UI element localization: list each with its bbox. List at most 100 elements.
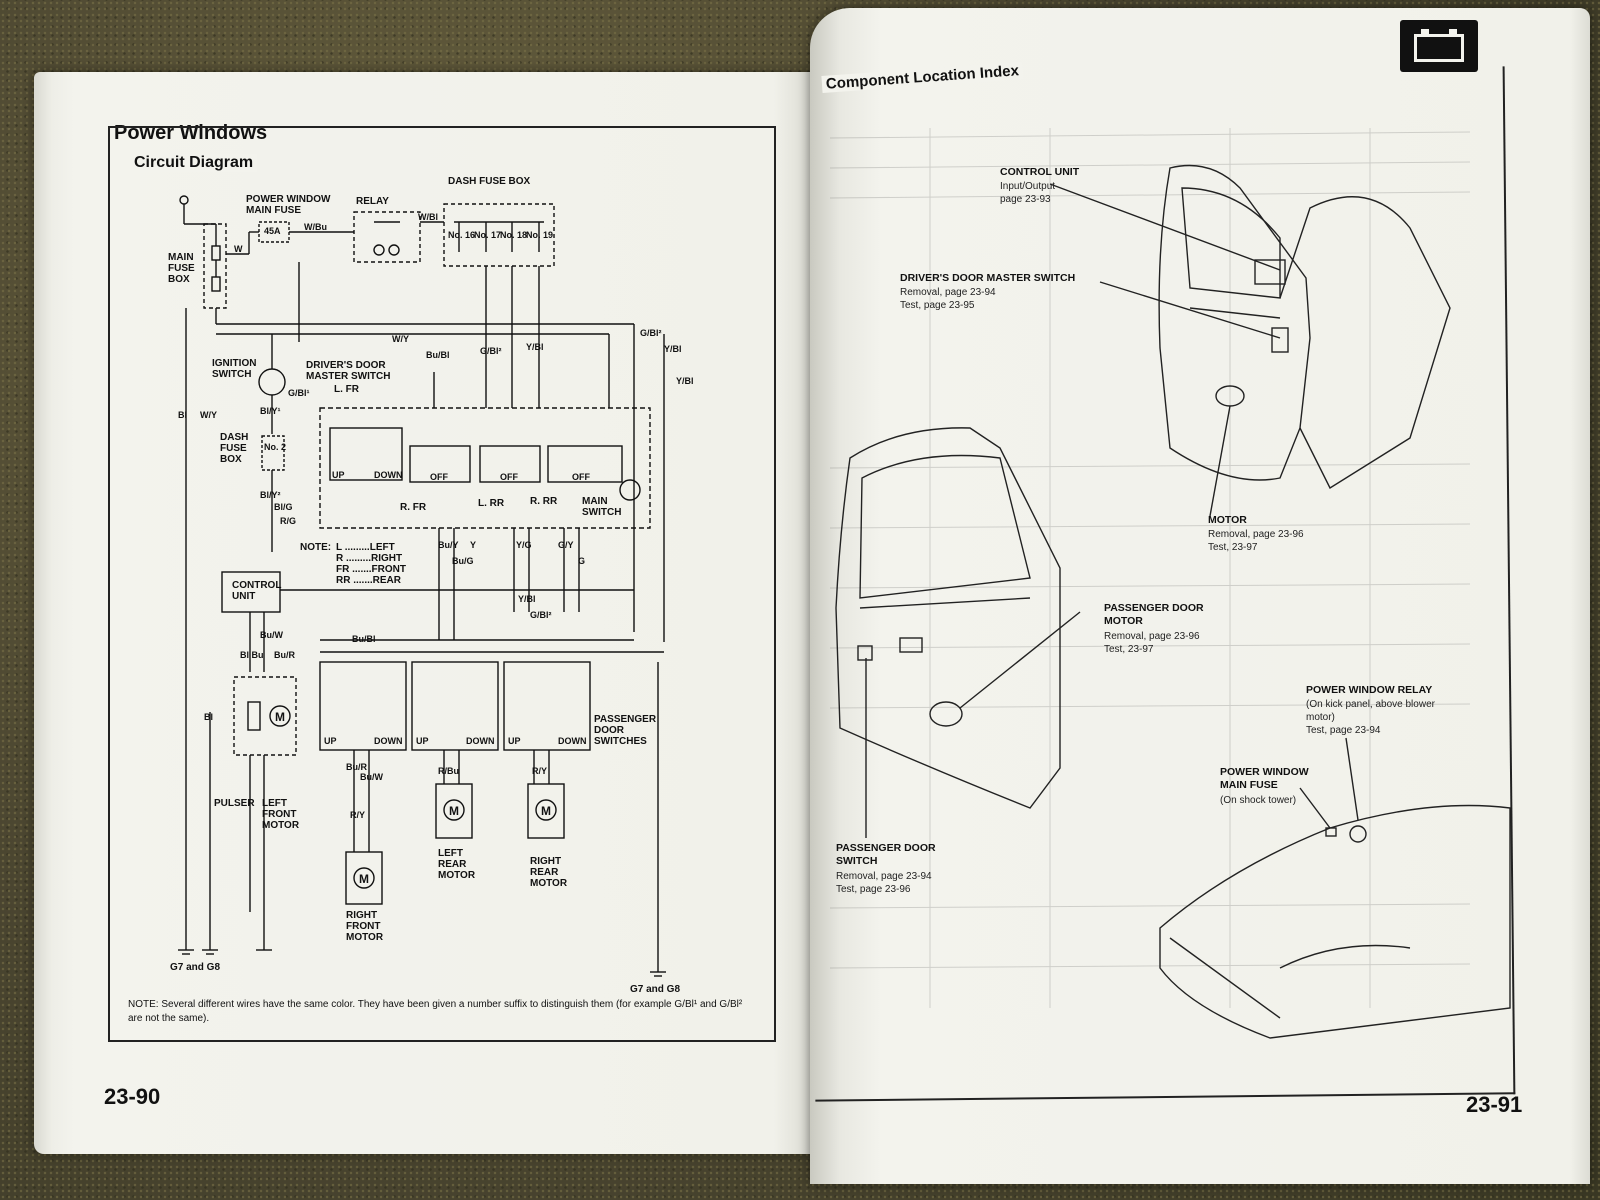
leader-line <box>1299 787 1331 829</box>
fuse-no17-label: No. 17 <box>474 230 502 240</box>
switch-up-label: UP <box>416 736 429 746</box>
master-switch-outline <box>319 407 651 529</box>
power-window-relay-detail: (On kick panel, above blower motor) Test… <box>1306 699 1435 736</box>
relay-outline <box>353 211 421 263</box>
section-title: Circuit Diagram <box>130 154 258 172</box>
wire-label: Bl/Y¹ <box>260 406 281 416</box>
wire-label: G/Bl² <box>530 610 552 620</box>
driver-door-outline <box>1158 164 1311 481</box>
wire-label: Y/Bl <box>664 344 682 354</box>
motor-icon: M <box>275 710 285 724</box>
main-fuse-callout: POWER WINDOW MAIN FUSE <box>1220 766 1309 791</box>
wire-label: G/Bl¹ <box>288 388 310 398</box>
passenger-door-motor-callout: PASSENGER DOOR MOTOR <box>1104 602 1204 627</box>
passenger-door-switch-detail: Removal, page 23-94 Test, page 23-96 <box>836 871 932 895</box>
wire-label: Bl <box>178 410 187 420</box>
wire-label: Y/Bl <box>676 376 694 386</box>
switch-down-label: DOWN <box>558 736 587 746</box>
switch-off-label: OFF <box>500 472 518 482</box>
passenger-switch-rl <box>411 661 499 751</box>
switch-down-label: DOWN <box>466 736 495 746</box>
right-front-motor-label: RIGHT FRONT MOTOR <box>346 910 384 943</box>
motor-detail: Removal, page 23-96 Test, 23-97 <box>1208 529 1304 553</box>
switch-up-label: UP <box>324 736 337 746</box>
car-front-outline <box>1159 804 1511 1039</box>
fuse-no19-label: No. 19 <box>526 230 554 240</box>
drivers-door-master-switch-label: DRIVER'S DOOR MASTER SWITCH <box>306 360 391 382</box>
right-rear-motor-outline <box>527 783 565 839</box>
l-rr-label: L. RR <box>478 498 505 509</box>
leader-line <box>1099 281 1281 339</box>
wire-label: G/Y <box>558 540 574 550</box>
right-rear-motor-label: RIGHT REAR MOTOR <box>530 856 568 889</box>
switch-up-label: UP <box>332 470 345 480</box>
motor-callout: MOTOR <box>1208 514 1247 526</box>
wire-label: G <box>578 556 586 566</box>
switch-off-label: OFF <box>572 472 590 482</box>
relay-label: RELAY <box>356 196 389 207</box>
left-front-motor-outline <box>233 676 297 756</box>
control-unit-outline <box>221 571 281 613</box>
wire-label: W/Bu <box>304 222 327 232</box>
passenger-door-outline <box>835 427 1061 809</box>
left-front-motor-label: LEFT FRONT MOTOR <box>262 798 300 831</box>
control-unit-callout: CONTROL UNIT <box>1000 166 1080 178</box>
wire-label: Bu/W <box>360 772 383 782</box>
circuit-diagram <box>178 195 666 977</box>
fuse-no18-label: No. 18 <box>500 230 528 240</box>
dash-fuse-box-label: DASH FUSE BOX <box>220 432 249 465</box>
note-key-heading: NOTE: <box>300 542 332 553</box>
fuse-no2-label: No. 2 <box>264 442 287 452</box>
wire-label: Bu/R <box>274 650 295 660</box>
component-illustration <box>835 164 1511 1039</box>
wire-label: W <box>234 244 243 254</box>
wire-label: Y/Bl <box>518 594 536 604</box>
dash-fuse-box-outline <box>443 203 555 267</box>
note-key-front: FR .......FRONT <box>336 564 406 575</box>
leader-line <box>1049 183 1281 271</box>
wire-label: Bu/Bl <box>352 634 376 644</box>
switch-down-label: DOWN <box>374 736 403 746</box>
wire-label: Bl <box>204 712 213 722</box>
control-unit-detail: Input/Output page 23-93 <box>1000 181 1056 205</box>
motor-glyphs: M M M M <box>275 710 551 886</box>
wire-label: Bl Bu <box>240 650 264 660</box>
wire-label: Y/Bl <box>526 342 544 352</box>
note-key-right: R .........RIGHT <box>336 553 403 564</box>
motor-icon: M <box>449 804 459 818</box>
dash-fuse-box-top-label: DASH FUSE BOX <box>448 176 531 187</box>
control-unit-label: CONTROL UNIT <box>232 580 282 602</box>
leader-line <box>1209 405 1231 517</box>
passenger-door-switches-label: PASSENGER DOOR SWITCHES <box>594 714 657 747</box>
ground-label-right: G7 and G8 <box>630 984 681 995</box>
switch-off-label: OFF <box>430 472 448 482</box>
wire-label: W/Y <box>200 410 217 420</box>
leader-line <box>959 611 1081 709</box>
wire-label: Bu/Y <box>438 540 459 550</box>
wire-label: Y/G <box>516 540 532 550</box>
wire-label: G/Bl² <box>640 328 662 338</box>
r-rr-label: R. RR <box>530 496 558 507</box>
wire-label: R/G <box>280 516 297 526</box>
note-key-left: L .........LEFT <box>336 542 395 553</box>
wire-label: Bu/W <box>260 630 283 640</box>
pulser-label: PULSER <box>214 798 255 809</box>
battery-icon <box>1400 20 1478 72</box>
passenger-switch-fr <box>319 661 407 751</box>
main-fuse-box-label: MAIN FUSE BOX <box>168 252 195 285</box>
wire-label: R/Bu <box>438 766 459 776</box>
note-key-rear: RR .......REAR <box>336 575 402 586</box>
r-fr-label: R. FR <box>400 502 427 513</box>
passenger-door-switch-callout: PASSENGER DOOR SWITCH <box>836 842 936 867</box>
main-fuse-detail: (On shock tower) <box>1220 795 1297 806</box>
right-page: Component Location Index CONTROL UNIT <box>810 8 1590 1184</box>
wire-color-note: NOTE: Several different wires have the s… <box>128 999 743 1024</box>
wire-label: R/Y <box>532 766 548 776</box>
ground-label-left: G7 and G8 <box>170 962 221 973</box>
left-rear-motor-label: LEFT REAR MOTOR <box>438 848 476 881</box>
switch-down-label: DOWN <box>374 470 403 480</box>
wire-label: G/Bl² <box>480 346 502 356</box>
motor-icon: M <box>359 872 369 886</box>
left-rear-motor-outline <box>435 783 473 839</box>
main-switch-label: MAIN SWITCH <box>582 496 622 518</box>
